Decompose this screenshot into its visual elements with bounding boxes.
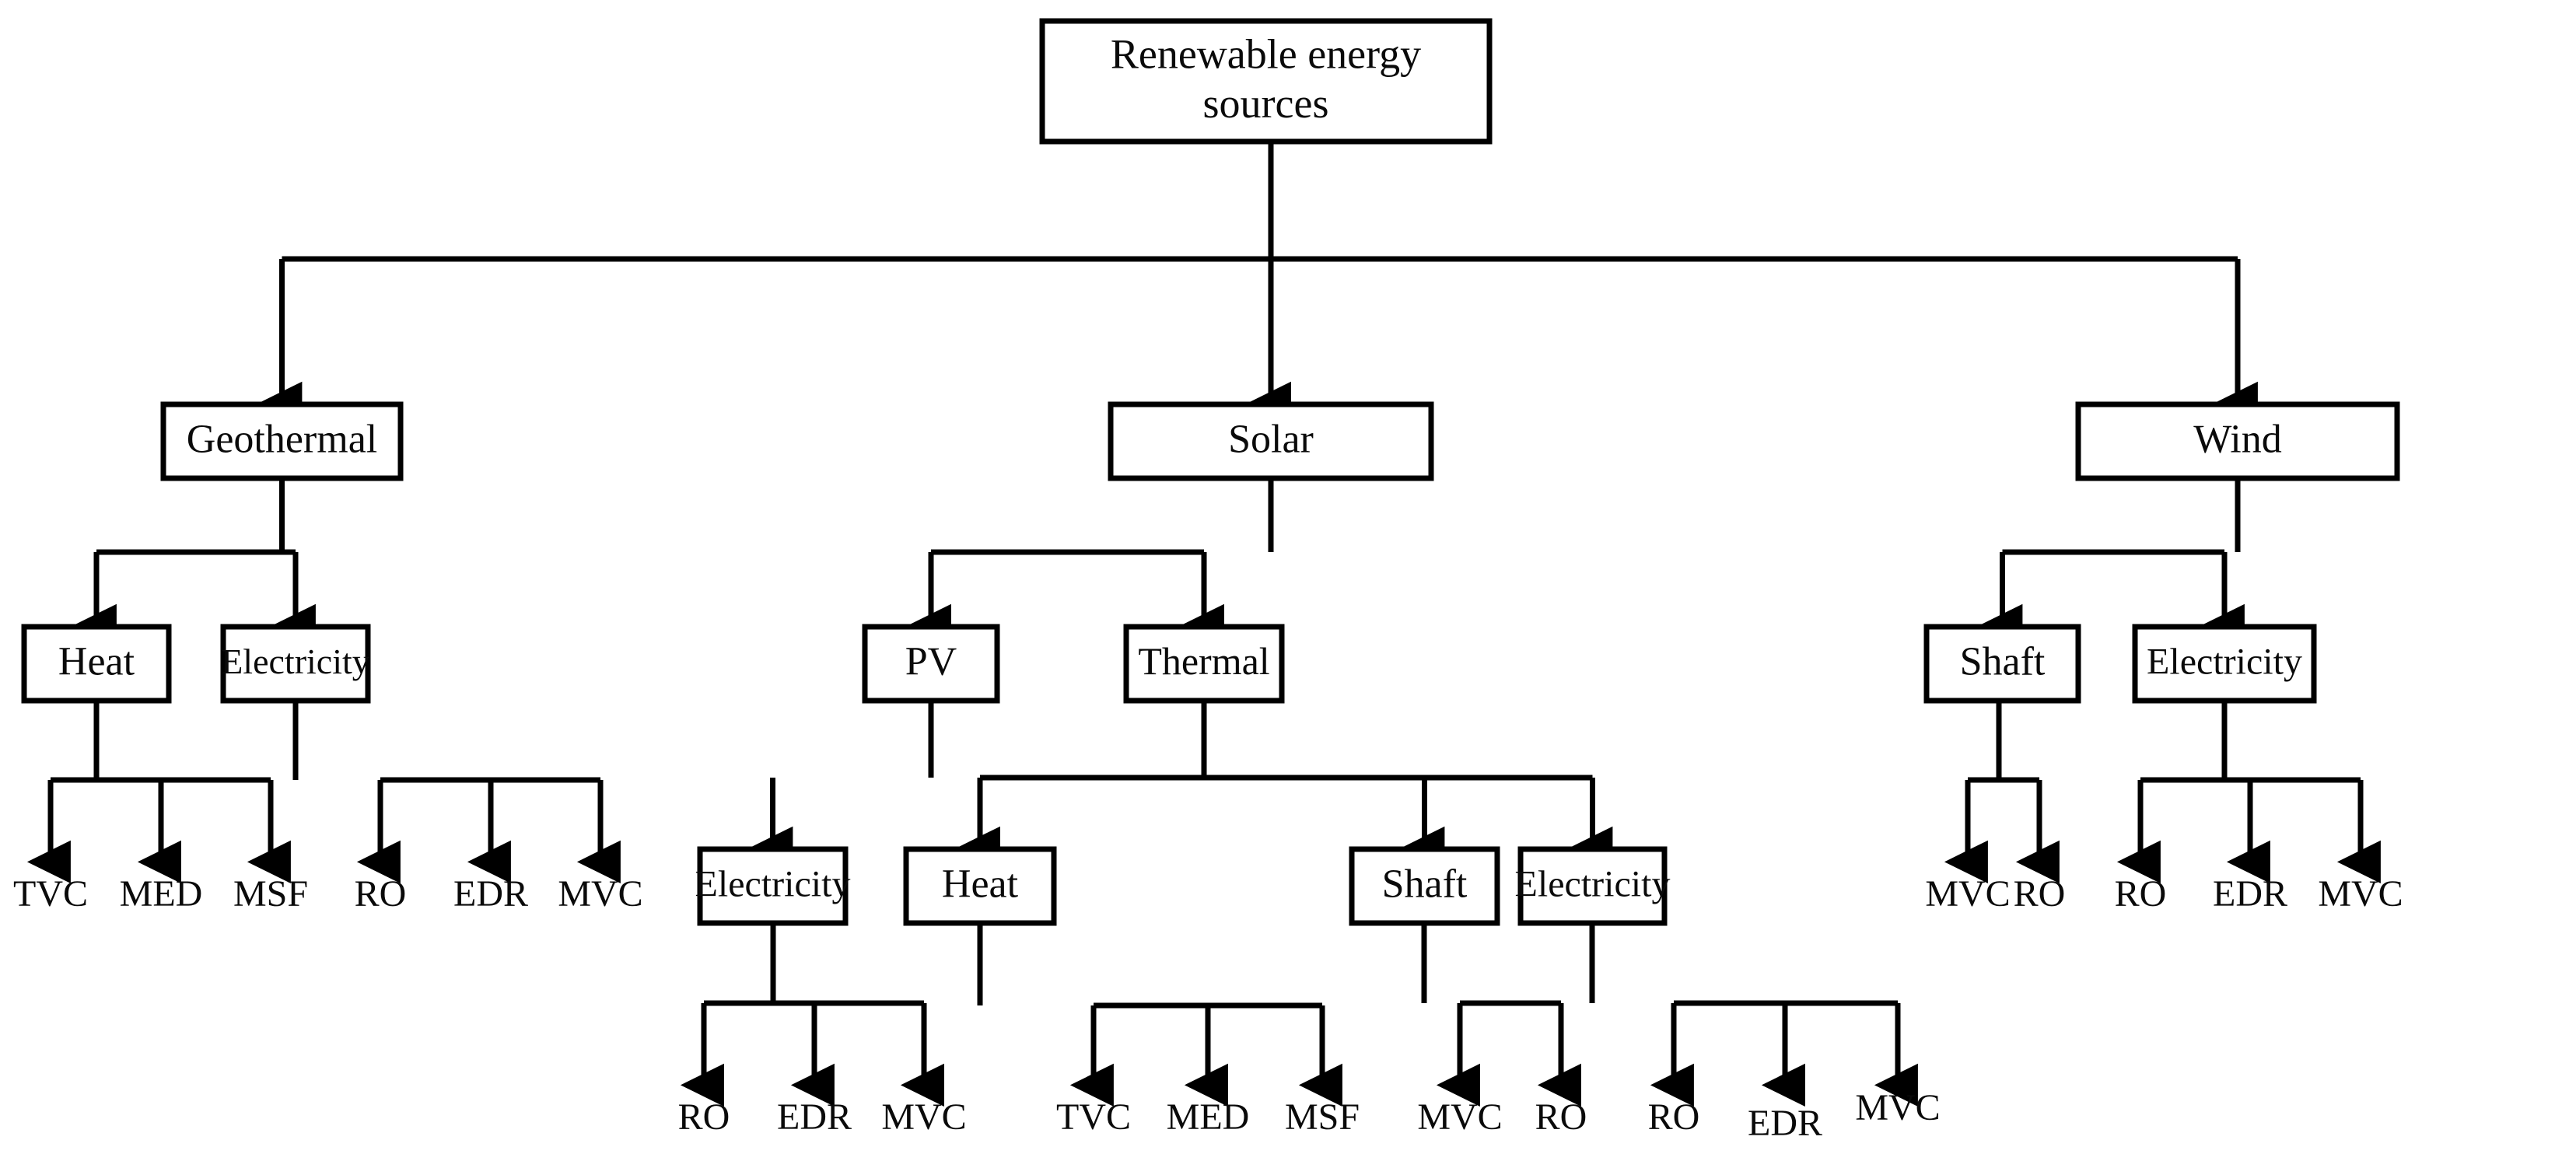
node-label-geo-elec: Electricity bbox=[221, 642, 370, 681]
node-box-wind-shaft bbox=[1923, 624, 2081, 704]
leaf-label-geo-elec-leaves-2: MVC bbox=[558, 873, 642, 914]
node-solar-pv[interactable]: PV bbox=[862, 624, 1000, 704]
leaf-label-wind-shaft-leaves-0: MVC bbox=[1925, 873, 2010, 914]
node-geo-heat[interactable]: Heat bbox=[21, 624, 172, 704]
node-label-wind-shaft: Shaft bbox=[1960, 639, 2046, 684]
leaf-label-geo-heat-leaves-2: MSF bbox=[233, 873, 308, 914]
node-th-elec[interactable]: Electricity bbox=[1515, 846, 1671, 926]
node-label-pv-elec: Electricity bbox=[695, 864, 851, 905]
node-box-th-elec bbox=[1517, 846, 1668, 926]
node-wind[interactable]: Wind bbox=[2075, 401, 2400, 481]
leaf-label-geo-heat-leaves-1: MED bbox=[120, 873, 203, 914]
node-label-th-shaft: Shaft bbox=[1382, 862, 1468, 906]
leaf-label-th-elec-leaves-2: MVC bbox=[1855, 1087, 1940, 1128]
leaf-label-pv-elec-leaves-0: RO bbox=[678, 1096, 730, 1138]
node-label-th-elec: Electricity bbox=[1515, 864, 1671, 905]
node-solar[interactable]: Solar bbox=[1108, 401, 1434, 481]
leaf-label-wind-elec-leaves-0: RO bbox=[2115, 873, 2167, 914]
leaf-label-geo-elec-leaves-0: RO bbox=[355, 873, 407, 914]
edges-layer bbox=[26, 142, 2381, 1107]
node-label-geothermal: Geothermal bbox=[187, 417, 377, 461]
leaf-label-geo-elec-leaves-1: EDR bbox=[453, 873, 528, 914]
node-box-geo-elec bbox=[220, 624, 371, 704]
leaf-label-th-elec-leaves-1: EDR bbox=[1748, 1103, 1822, 1144]
node-label-th-heat: Heat bbox=[942, 862, 1019, 906]
leaf-label-wind-elec-leaves-2: MVC bbox=[2318, 873, 2403, 914]
node-pv-elec[interactable]: Electricity bbox=[695, 846, 851, 926]
node-wind-shaft[interactable]: Shaft bbox=[1923, 624, 2081, 704]
node-label-solar-thermal: Thermal bbox=[1138, 639, 1269, 683]
node-box-th-shaft bbox=[1349, 846, 1500, 926]
leaf-label-pv-elec-leaves-1: EDR bbox=[777, 1096, 852, 1138]
node-label-solar-pv: PV bbox=[905, 639, 957, 684]
node-box-geo-heat bbox=[21, 624, 172, 704]
leaf-label-wind-elec-leaves-1: EDR bbox=[2213, 873, 2287, 914]
node-solar-thermal[interactable]: Thermal bbox=[1123, 624, 1285, 704]
node-th-heat[interactable]: Heat bbox=[903, 846, 1057, 926]
node-box-th-heat bbox=[903, 846, 1057, 926]
node-box-solar-pv bbox=[862, 624, 1000, 704]
node-label-geo-heat: Heat bbox=[58, 639, 135, 684]
node-box-wind-elec bbox=[2132, 624, 2317, 704]
leaf-label-th-heat-leaves-0: TVC bbox=[1056, 1096, 1131, 1138]
leaf-label-th-shaft-leaves-1: RO bbox=[1535, 1096, 1587, 1138]
node-label-root-line1: Renewable energy bbox=[1111, 30, 1421, 77]
node-box-root bbox=[1039, 18, 1493, 145]
leaf-label-wind-shaft-leaves-1: RO bbox=[2014, 873, 2066, 914]
node-geothermal[interactable]: Geothermal bbox=[160, 401, 404, 481]
node-box-solar bbox=[1108, 401, 1434, 481]
node-box-pv-elec bbox=[697, 846, 849, 926]
leaf-label-th-heat-leaves-2: MSF bbox=[1285, 1096, 1360, 1138]
leaf-label-geo-heat-leaves-0: TVC bbox=[13, 873, 88, 914]
leaf-label-pv-elec-leaves-2: MVC bbox=[881, 1096, 966, 1138]
node-geo-elec[interactable]: Electricity bbox=[220, 624, 371, 704]
node-wind-elec[interactable]: Electricity bbox=[2132, 624, 2317, 704]
leaf-label-th-heat-leaves-1: MED bbox=[1167, 1096, 1250, 1138]
node-box-wind bbox=[2075, 401, 2400, 481]
node-box-solar-thermal bbox=[1123, 624, 1285, 704]
leaf-label-th-elec-leaves-0: RO bbox=[1648, 1096, 1700, 1138]
node-label-root-line2: sources bbox=[1203, 80, 1329, 127]
leaf-label-th-shaft-leaves-0: MVC bbox=[1417, 1096, 1502, 1138]
node-label-solar: Solar bbox=[1228, 417, 1314, 461]
node-label-wind: Wind bbox=[2193, 417, 2281, 461]
node-box-geothermal bbox=[160, 401, 404, 481]
node-label-wind-elec: Electricity bbox=[2147, 642, 2302, 683]
node-th-shaft[interactable]: Shaft bbox=[1349, 846, 1500, 926]
